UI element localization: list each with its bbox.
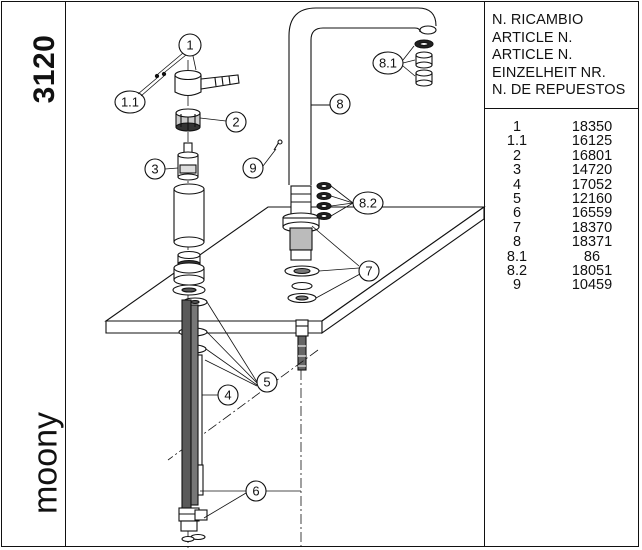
table-row: 3 14720 [485,162,639,179]
header-line-de: EINZELHEIT NR. [492,64,606,81]
article-number: 18371 [571,234,613,251]
header-line-es: N. DE REPUESTOS [492,82,626,99]
table-row: 7 18370 [485,219,639,236]
table-row: 6 16559 [485,205,639,222]
spout-washers-part-7 [284,265,320,304]
body-sleeve [173,183,205,248]
lever-handle-part-1 [154,69,240,97]
callout-5: 5 [263,375,270,390]
part-number: 8 [512,234,522,251]
callout-9: 9 [249,161,256,176]
article-number: 10459 [571,277,613,294]
article-number: 17052 [571,176,613,193]
parts-table: N. RICAMBIO ARTICLE N. ARTICLE N. EINZEL… [484,1,639,547]
cartridge-part-3 [177,142,199,181]
part-number: 7 [512,219,522,236]
article-number: 12160 [571,190,613,207]
part-number: 8.2 [506,262,528,279]
article-number: 16801 [571,147,613,164]
callout-8-1: 8.1 [379,56,397,71]
table-row: 8.1 86 [485,248,639,265]
spout-part-8 [288,7,437,185]
aerator-part-8-1 [414,39,434,87]
header-line-fr: ARTICLE N. [492,47,573,64]
article-number: 18051 [571,262,613,279]
table-row: 8 18371 [485,234,639,251]
callout-6: 6 [252,484,259,499]
article-number: 14720 [571,162,613,179]
bonnet-part-2 [175,108,201,132]
mixer-base [172,250,206,296]
callout-circles [114,33,404,502]
leader-lines [137,45,416,519]
part-number: 6 [512,205,522,222]
article-number: 18350 [571,119,613,135]
part-number: 3 [512,162,522,179]
callout-1: 1 [186,38,193,53]
table-row: 1.1 16125 [485,133,639,150]
part-number: 9 [512,277,522,294]
parts-list: 1 18350 1.1 16125 2 16801 3 14720 4 17052 5 12… [485,120,639,293]
set-screw-part-9 [273,139,283,151]
callout-8-2: 8.2 [359,196,377,211]
flexible-hoses-part-6 [178,299,208,543]
header-line-it: N. RICAMBIO [492,12,584,28]
header-line-en: ARTICLE N. [492,29,573,46]
part-number: 4 [512,176,522,193]
part-number: 5 [512,190,522,207]
table-row: 8.2 18051 [485,262,639,279]
table-row: 5 12160 [485,190,639,207]
article-number: 86 [583,248,601,265]
callout-7: 7 [365,264,372,279]
callout-4: 4 [224,388,231,403]
table-row: 9 10459 [485,277,639,294]
callout-1-1: 1.1 [121,95,139,110]
article-number: 16559 [571,205,613,222]
table-row: 2 16801 [485,147,639,164]
callout-2: 2 [232,115,239,130]
part-number: 1.1 [506,133,528,150]
o-rings-part-8-2 [316,181,332,221]
table-row: 1 18350 [485,119,639,135]
part-number: 8.1 [506,248,528,265]
left-rail: 3120 moony [1,1,66,547]
article-number: 18370 [571,219,613,236]
parts-table-header: N. RICAMBIO ARTICLE N. ARTICLE N. EINZEL… [485,1,639,109]
part-number: 1 [512,119,522,135]
spout-hose [295,319,309,371]
table-row: 4 17052 [485,176,639,193]
callout-3: 3 [151,162,158,177]
part-number: 2 [512,147,522,164]
callout-8: 8 [336,97,343,112]
article-number: 16125 [571,133,613,150]
